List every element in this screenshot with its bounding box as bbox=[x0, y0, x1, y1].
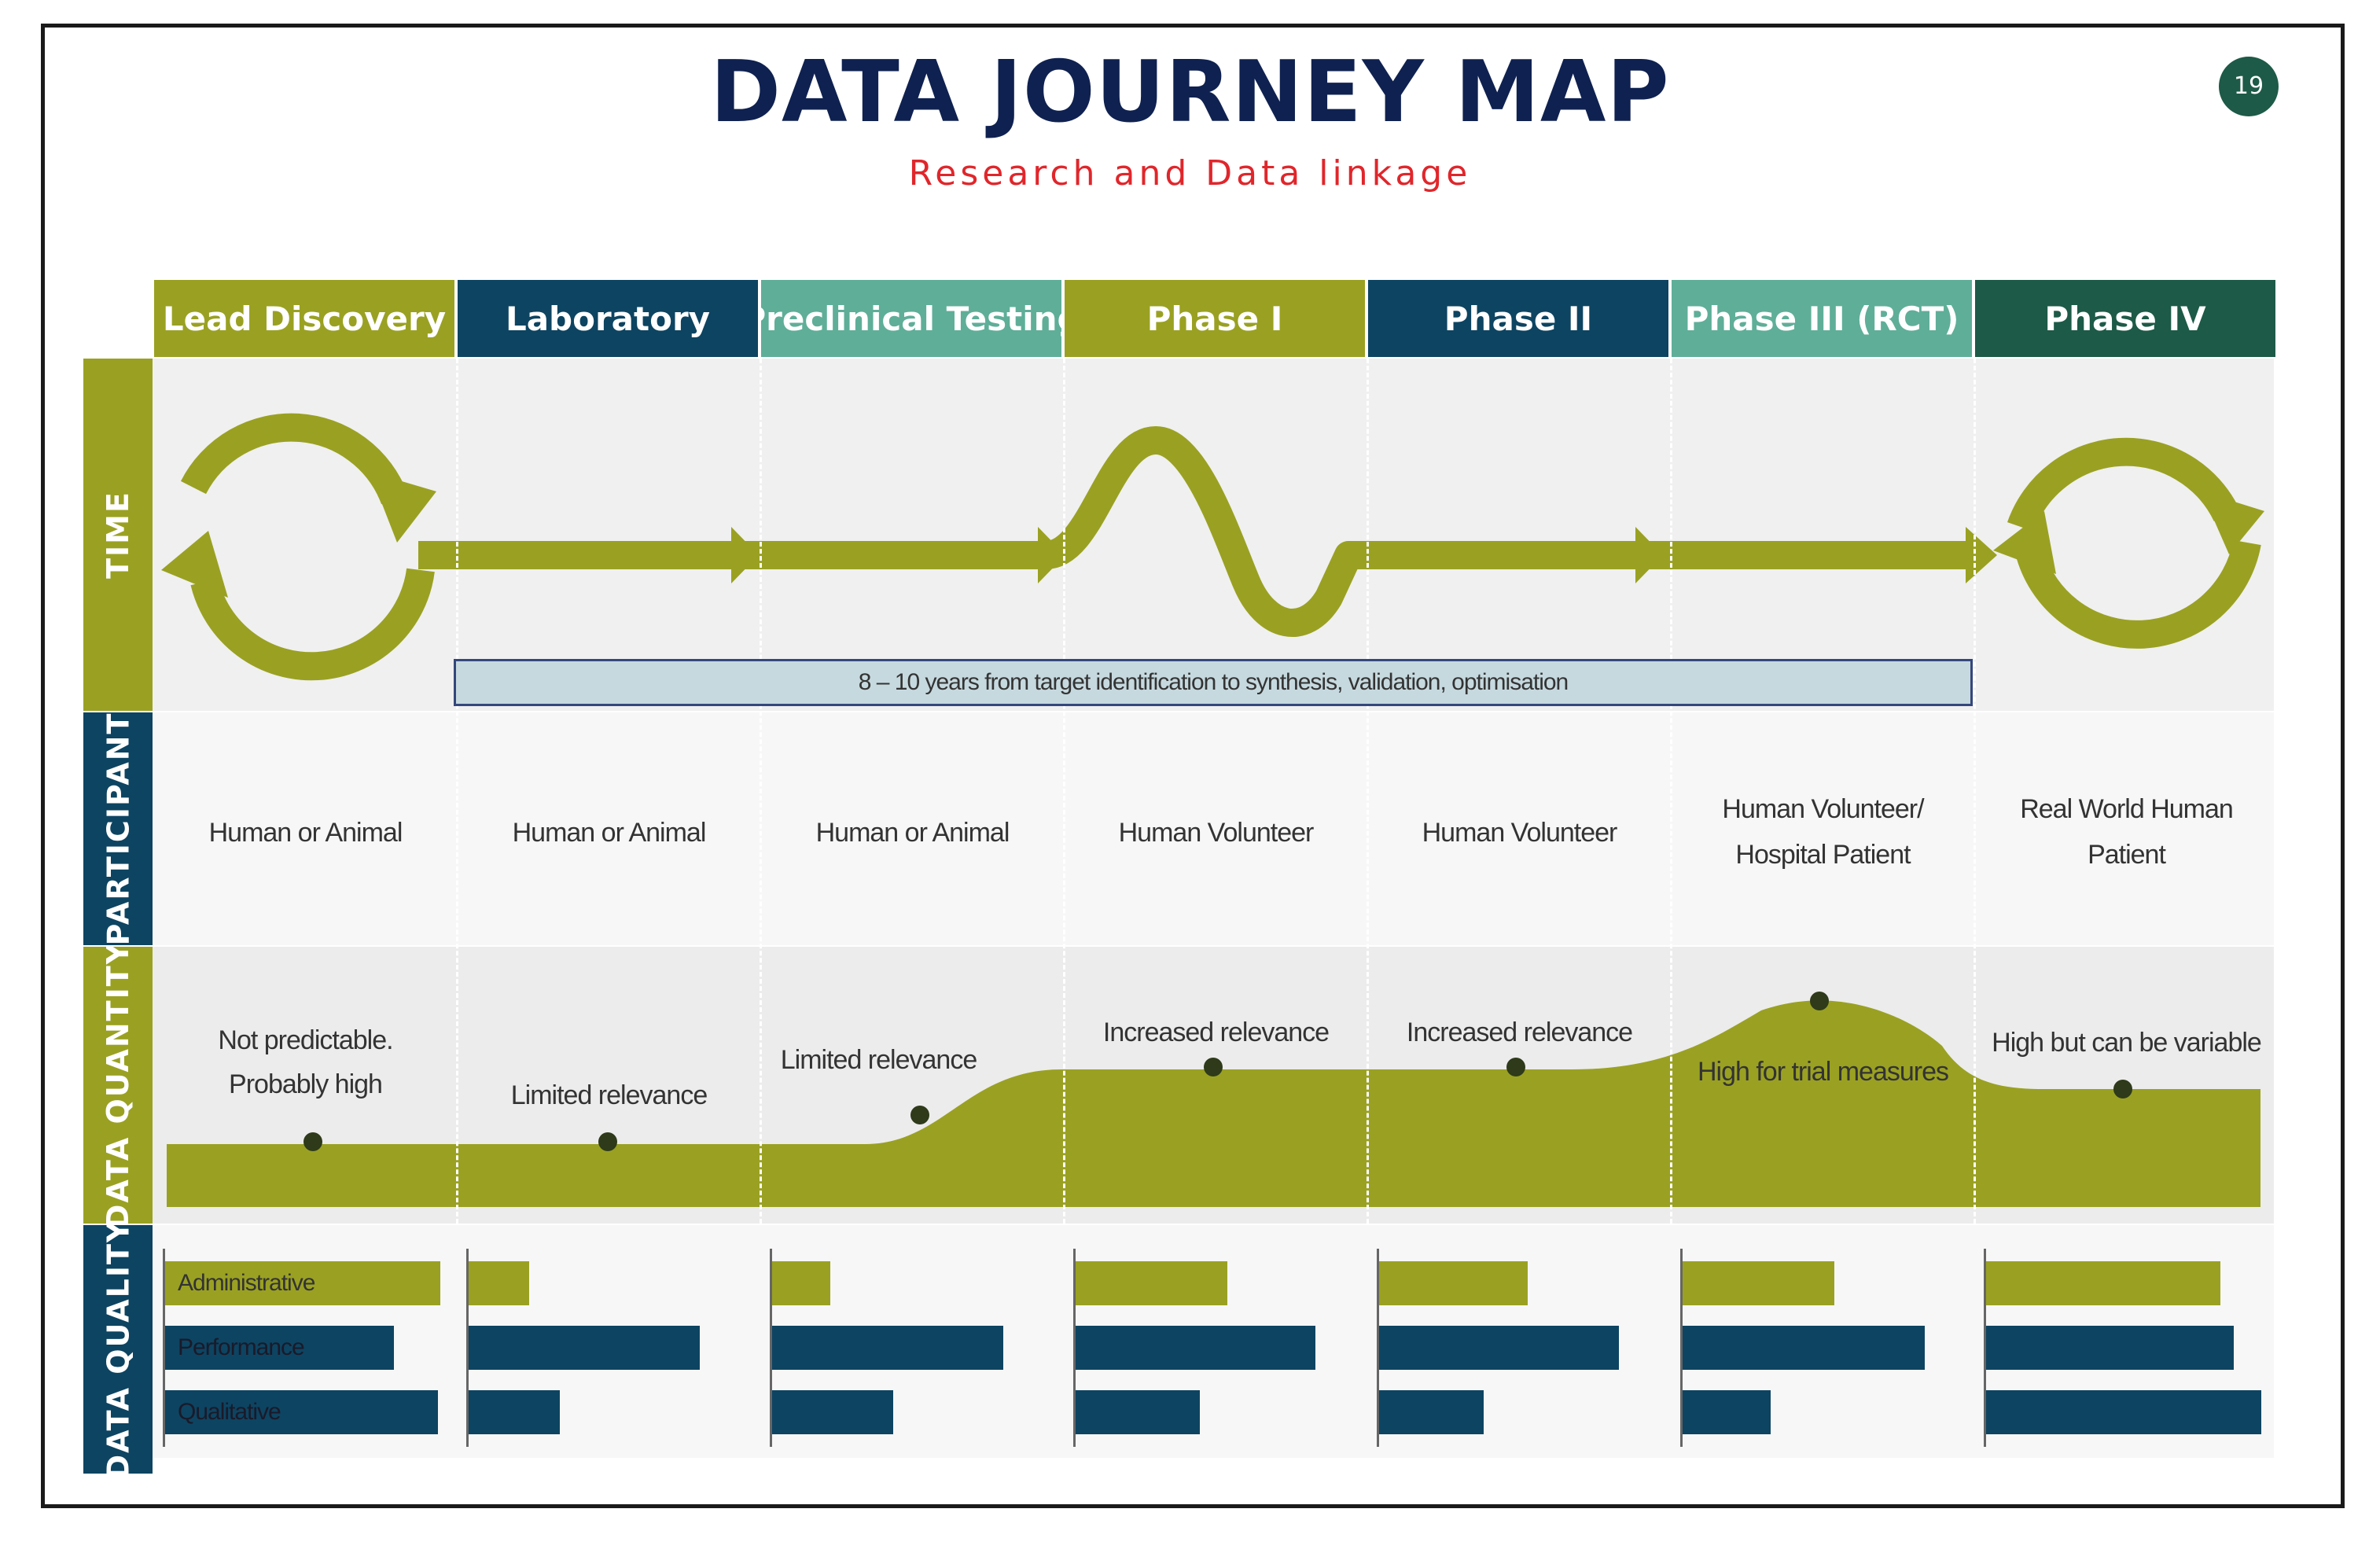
quality-bar-qualitative bbox=[1076, 1390, 1200, 1434]
data-quantity-label: Limited relevance bbox=[458, 1073, 760, 1117]
row-label-participant: PARTICIPANT bbox=[83, 712, 153, 945]
participant-cell: Human or Animal bbox=[458, 810, 760, 856]
time-note-box: 8 – 10 years from target identification … bbox=[454, 659, 1973, 706]
quality-bar-qualitative bbox=[1683, 1390, 1771, 1434]
data-quantity-label: Not predictable. Probably high bbox=[154, 1018, 457, 1106]
phase-header-5: Phase II bbox=[1368, 280, 1668, 357]
data-quantity-label: Increased relevance bbox=[1368, 1010, 1671, 1054]
phase-header-4: Phase I bbox=[1065, 280, 1365, 357]
row-label-data-quantity: DATA QUANTITY bbox=[83, 947, 153, 1224]
quality-bar-administrative bbox=[469, 1261, 529, 1305]
phase-header-6: Phase III (RCT) bbox=[1672, 280, 1972, 357]
participant-text: Human or Animal bbox=[208, 818, 403, 848]
participant-cell: Human or Animal bbox=[154, 810, 457, 856]
column-divider bbox=[760, 359, 762, 1224]
cycle-arrows-left bbox=[161, 413, 436, 681]
participant-text: Hospital Patient bbox=[1735, 840, 1911, 870]
column-divider bbox=[1974, 359, 1976, 1224]
participant-text: Human Volunteer bbox=[1422, 818, 1618, 848]
data-quantity-marker bbox=[2113, 1080, 2132, 1099]
data-quantity-text: Increased relevance bbox=[1102, 1018, 1330, 1047]
quality-bar-administrative bbox=[1076, 1261, 1227, 1305]
data-quantity-text: Limited relevance bbox=[510, 1080, 708, 1110]
row-label-time: TIME bbox=[83, 359, 153, 711]
data-quantity-marker bbox=[303, 1132, 322, 1151]
data-quantity-text: Not predictable. bbox=[218, 1025, 393, 1055]
quality-axis-line bbox=[1073, 1249, 1076, 1447]
data-quantity-text: High but can be variable bbox=[1992, 1028, 2262, 1058]
participant-text: Human Volunteer bbox=[1118, 818, 1315, 848]
participant-text: Real World Human bbox=[2020, 794, 2234, 824]
quality-bar-administrative bbox=[1683, 1261, 1834, 1305]
phase-header-3: Preclinical Testing bbox=[761, 280, 1061, 357]
quality-bar-administrative bbox=[1379, 1261, 1528, 1305]
data-quantity-text: Probably high bbox=[229, 1069, 383, 1099]
data-quantity-marker bbox=[910, 1106, 929, 1124]
participant-band bbox=[151, 712, 2274, 945]
participant-text: Human or Animal bbox=[815, 818, 1010, 848]
participant-cell: Human Volunteer bbox=[1065, 810, 1367, 856]
data-quantity-area bbox=[167, 1000, 2260, 1207]
data-quantity-marker bbox=[1204, 1058, 1223, 1076]
phase-header-1: Lead Discovery bbox=[154, 280, 454, 357]
data-quantity-text: Limited relevance bbox=[780, 1045, 977, 1075]
quality-legend-label: Performance bbox=[178, 1334, 305, 1360]
data-quantity-marker bbox=[598, 1132, 617, 1151]
quality-bar-qualitative bbox=[469, 1390, 560, 1434]
data-quantity-label: High for trial measures bbox=[1672, 1050, 1974, 1094]
participant-cell: Human Volunteer bbox=[1368, 810, 1671, 856]
participant-text: Patient bbox=[2088, 840, 2166, 870]
quality-bar-administrative bbox=[1986, 1261, 2220, 1305]
cycle-arrows-right bbox=[1993, 437, 2264, 649]
column-divider bbox=[1670, 359, 1672, 1224]
quality-axis-line bbox=[466, 1249, 469, 1447]
quality-bar-performance bbox=[1379, 1326, 1619, 1370]
row-label-data-quality: DATA QUALITY bbox=[83, 1225, 153, 1474]
data-quantity-label: Increased relevance bbox=[1065, 1010, 1367, 1054]
quality-bar-performance bbox=[165, 1326, 394, 1370]
data-quantity-marker bbox=[1810, 992, 1829, 1010]
quality-bar-performance bbox=[772, 1326, 1003, 1370]
phase-header-2: Laboratory bbox=[458, 280, 758, 357]
quality-legend-label: Qualitative bbox=[178, 1399, 281, 1425]
data-quantity-label: High but can be variable bbox=[1975, 1021, 2278, 1065]
quality-axis-line bbox=[770, 1249, 772, 1447]
quality-bar-administrative bbox=[772, 1261, 830, 1305]
participant-text: Human Volunteer/ bbox=[1722, 794, 1924, 824]
quality-axis-line bbox=[1984, 1249, 1986, 1447]
data-quantity-markers bbox=[303, 992, 2132, 1151]
quality-axis-line bbox=[1377, 1249, 1379, 1447]
page-number-badge: 19 bbox=[2219, 57, 2279, 116]
quality-axis-line bbox=[163, 1249, 165, 1447]
quality-bar-performance bbox=[1076, 1326, 1315, 1370]
page-subtitle: Research and Data linkage bbox=[908, 153, 1472, 193]
quality-bar-qualitative bbox=[772, 1390, 893, 1434]
participant-text: Human or Animal bbox=[512, 818, 707, 848]
quality-bar-qualitative bbox=[1379, 1390, 1484, 1434]
column-divider bbox=[1063, 359, 1065, 1224]
phase-header-7: Phase IV bbox=[1975, 280, 2275, 357]
quality-bar-qualitative bbox=[1986, 1390, 2261, 1434]
quality-bar-performance bbox=[1986, 1326, 2234, 1370]
page-title: DATA JOURNEY MAP bbox=[710, 43, 1670, 142]
data-quantity-label: Limited relevance bbox=[727, 1038, 1030, 1082]
data-quantity-text: High for trial measures bbox=[1697, 1057, 1949, 1087]
quality-bar-performance bbox=[1683, 1326, 1925, 1370]
participant-cell: Human or Animal bbox=[761, 810, 1064, 856]
data-quantity-marker bbox=[1506, 1058, 1525, 1076]
quality-bar-administrative bbox=[165, 1261, 440, 1305]
column-divider bbox=[456, 359, 458, 1224]
timeline-arrow bbox=[418, 426, 1997, 637]
participant-cell: Human Volunteer/Hospital Patient bbox=[1672, 786, 1974, 878]
quality-axis-line bbox=[1680, 1249, 1683, 1447]
quality-legend-label: Administrative bbox=[178, 1270, 315, 1296]
quality-bar-performance bbox=[469, 1326, 700, 1370]
column-divider bbox=[1367, 359, 1369, 1224]
quality-bar-qualitative bbox=[165, 1390, 438, 1434]
data-quantity-text: Increased relevance bbox=[1406, 1018, 1633, 1047]
